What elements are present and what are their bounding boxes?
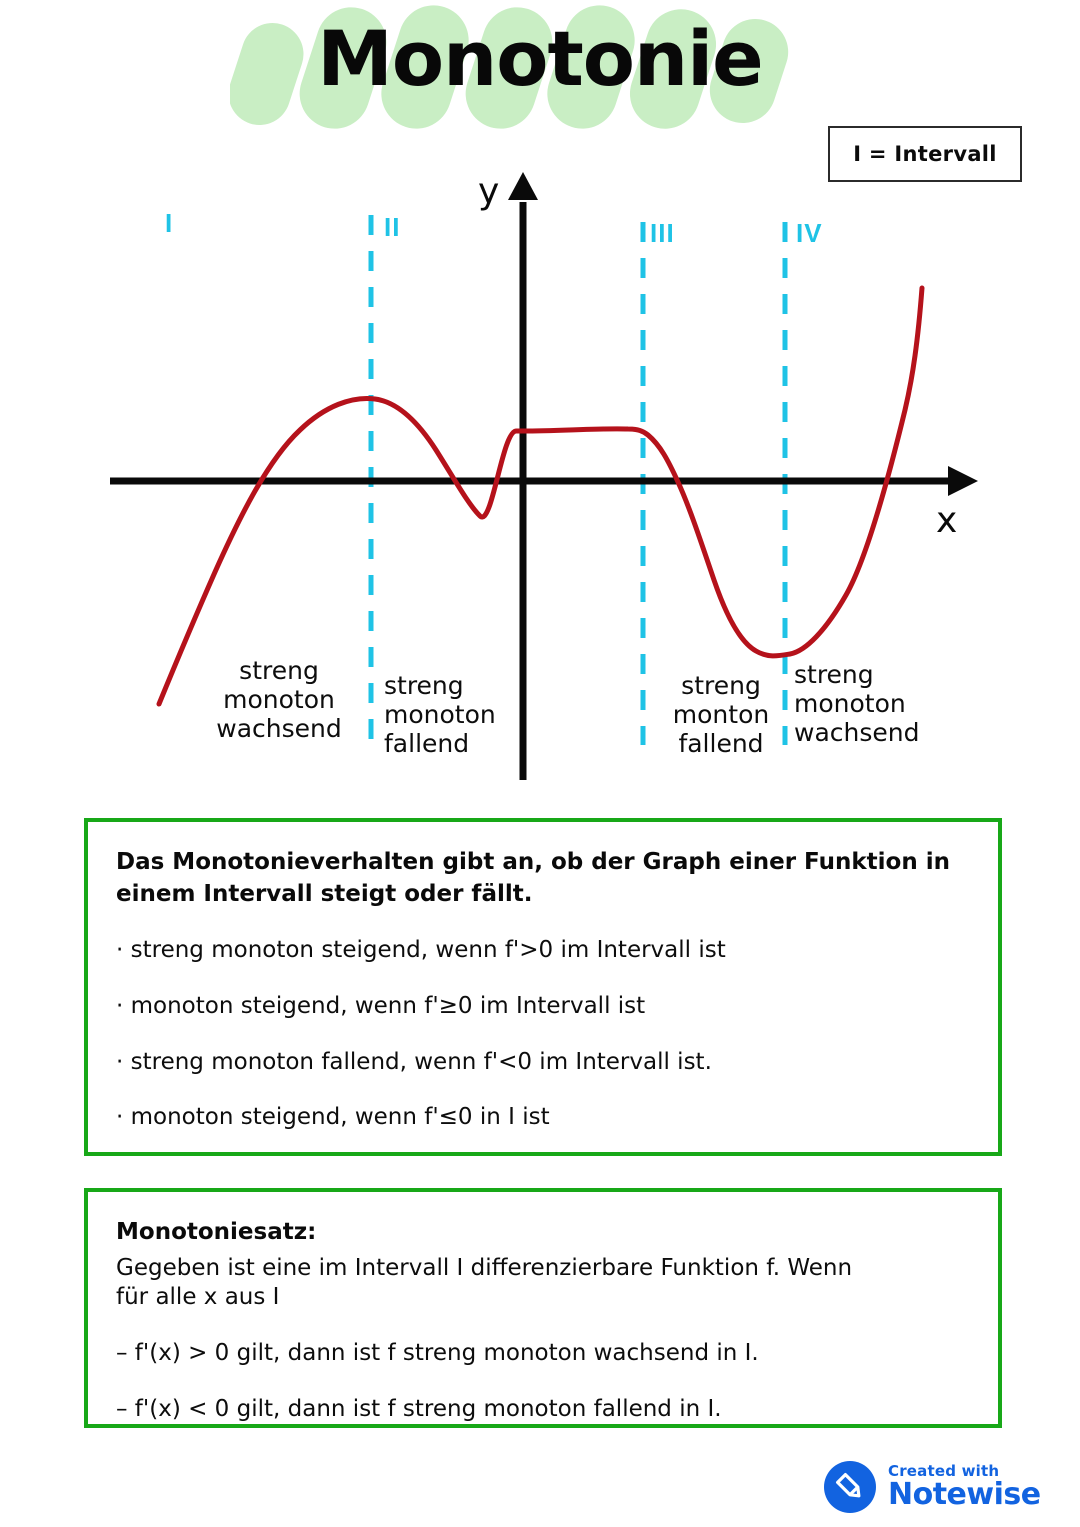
interval-marker-II: II bbox=[384, 212, 401, 242]
x-axis-label: x bbox=[936, 500, 958, 541]
caption-III-line1: streng bbox=[681, 671, 761, 700]
definition-heading-line1: Das Monotonieverhalten gibt an, ob der G… bbox=[116, 849, 950, 875]
definition-box: Das Monotonieverhalten gibt an, ob der G… bbox=[84, 818, 1002, 1156]
notewise-wordmark: Created with Notewise bbox=[888, 1464, 1041, 1510]
caption-I-line2: monoton bbox=[223, 685, 335, 714]
function-curve bbox=[156, 285, 925, 707]
theorem-item-2: – f'(x) < 0 gilt, dann ist f streng mono… bbox=[116, 1395, 722, 1422]
definition-heading-line2: einem Intervall steigt oder fällt. bbox=[116, 880, 533, 907]
caption-IV-line3: wachsend bbox=[794, 718, 920, 747]
y-axis bbox=[508, 172, 538, 780]
theorem-subline-1: Gegeben ist eine im Intervall I differen… bbox=[116, 1254, 853, 1281]
interval-marker-IV: IV bbox=[796, 218, 823, 248]
caption-interval-III: streng monton fallend bbox=[660, 671, 782, 758]
graph-canvas bbox=[110, 172, 978, 780]
interval-legend-text: I = Intervall bbox=[853, 142, 997, 166]
caption-IV-line1: streng bbox=[794, 660, 874, 689]
theorem-item-1: – f'(x) > 0 gilt, dann ist f streng mono… bbox=[116, 1339, 759, 1366]
theorem-box: Monotoniesatz: Gegeben ist eine im Inter… bbox=[84, 1188, 1002, 1428]
logo-brand-text: Notewise bbox=[888, 1477, 1041, 1512]
caption-II-line1: streng bbox=[384, 671, 464, 700]
page-title: Monotonie bbox=[317, 14, 763, 103]
theorem-heading: Monotoniesatz: bbox=[116, 1219, 317, 1245]
logo-created-with-text: Created with bbox=[888, 1462, 1000, 1480]
caption-III-line2: monton bbox=[672, 700, 770, 729]
interval-marker-I: I bbox=[165, 208, 174, 238]
caption-II-line3: fallend bbox=[384, 729, 470, 758]
interval-legend-box: I = Intervall bbox=[828, 126, 1022, 182]
caption-interval-II: streng monoton fallend bbox=[384, 671, 520, 758]
x-axis bbox=[110, 466, 978, 496]
caption-II-line2: monoton bbox=[384, 700, 496, 729]
caption-I-line3: wachsend bbox=[216, 714, 342, 743]
definition-bullet-1: · streng monoton steigend, wenn f'>0 im … bbox=[116, 936, 726, 963]
caption-III-line3: fallend bbox=[678, 729, 764, 758]
caption-IV-line2: monoton bbox=[794, 689, 906, 718]
notewise-footer-logo: Created with Notewise bbox=[824, 1457, 1064, 1517]
y-axis-label: y bbox=[478, 171, 500, 212]
caption-interval-I: streng monoton wachsend bbox=[199, 656, 359, 743]
caption-interval-IV: streng monoton wachsend bbox=[794, 660, 944, 747]
interval-marker-III: III bbox=[650, 218, 675, 248]
notewise-pencil-icon bbox=[824, 1461, 876, 1513]
definition-bullet-3: · streng monoton fallend, wenn f'<0 im I… bbox=[116, 1048, 712, 1075]
caption-I-line1: streng bbox=[239, 656, 319, 685]
definition-bullet-2: · monoton steigend, wenn f'≥0 im Interva… bbox=[116, 992, 646, 1019]
definition-bullet-4: · monoton steigend, wenn f'≤0 in I ist bbox=[116, 1104, 550, 1131]
title-area: Monotonie bbox=[0, 0, 1080, 140]
theorem-subline-2: für alle x aus I bbox=[116, 1284, 280, 1311]
function-graph: I II III IV y x streng monoton wachsend … bbox=[0, 160, 1080, 810]
